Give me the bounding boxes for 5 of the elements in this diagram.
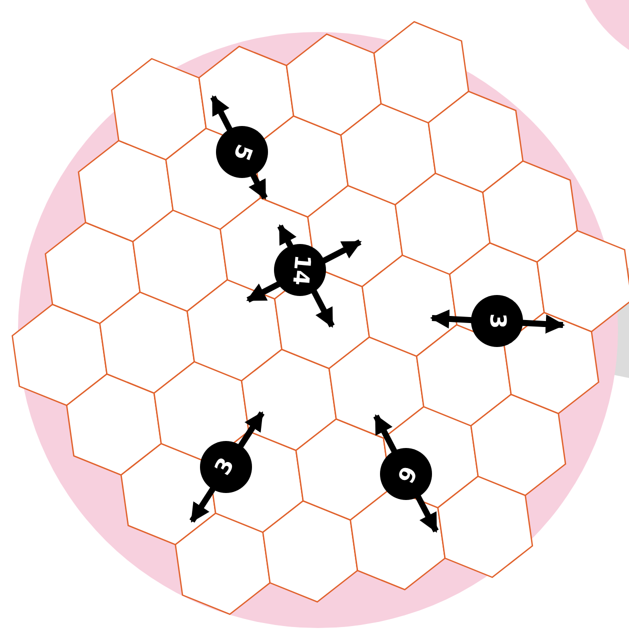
distance-number: 14 (288, 254, 312, 286)
distance-number: 5 (229, 141, 255, 163)
distance-number: 3 (212, 454, 240, 480)
distance-number: 6 (392, 462, 420, 486)
distance-number: 3 (486, 313, 508, 329)
